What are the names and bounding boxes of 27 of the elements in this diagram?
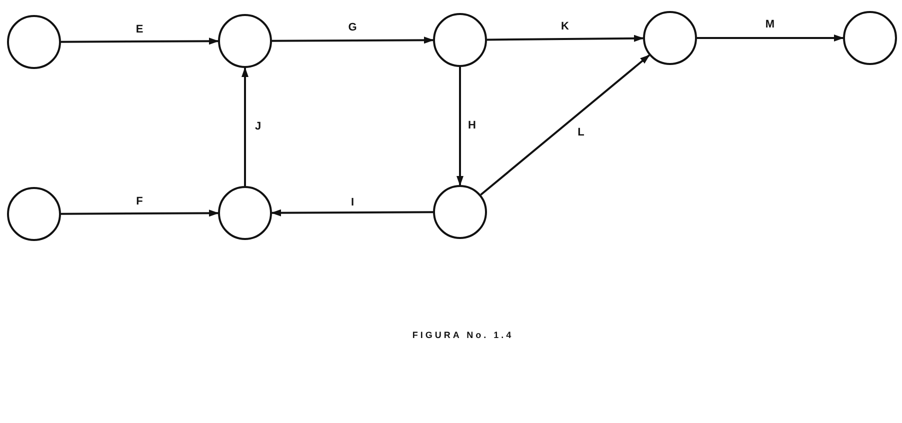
edge-label: J <box>254 122 262 132</box>
figure-caption: FIGURA No. 1.4 <box>411 330 515 340</box>
circle-node <box>843 11 897 65</box>
edge-label: K <box>561 22 569 32</box>
edge-label: M <box>765 20 775 30</box>
circle-node <box>433 185 487 239</box>
circle-node <box>218 14 272 68</box>
arrow <box>697 34 844 42</box>
edge-label: I <box>350 197 354 208</box>
arrow <box>272 36 434 44</box>
arrow <box>242 67 248 186</box>
edge-label: L <box>578 128 584 138</box>
arrow <box>456 67 464 186</box>
edge-label: E <box>136 24 144 35</box>
arrow <box>271 209 433 216</box>
edge-label: H <box>468 120 476 132</box>
circle-node <box>643 11 697 65</box>
edge-label: G <box>348 22 357 33</box>
arrow <box>486 34 644 42</box>
circle-node <box>433 13 487 67</box>
arrow <box>61 38 219 45</box>
circle-node <box>218 186 272 240</box>
edge-label: F <box>136 196 143 207</box>
arrow <box>61 210 219 217</box>
circle-node <box>7 15 61 69</box>
circle-node <box>7 187 61 241</box>
arrow <box>480 54 650 196</box>
